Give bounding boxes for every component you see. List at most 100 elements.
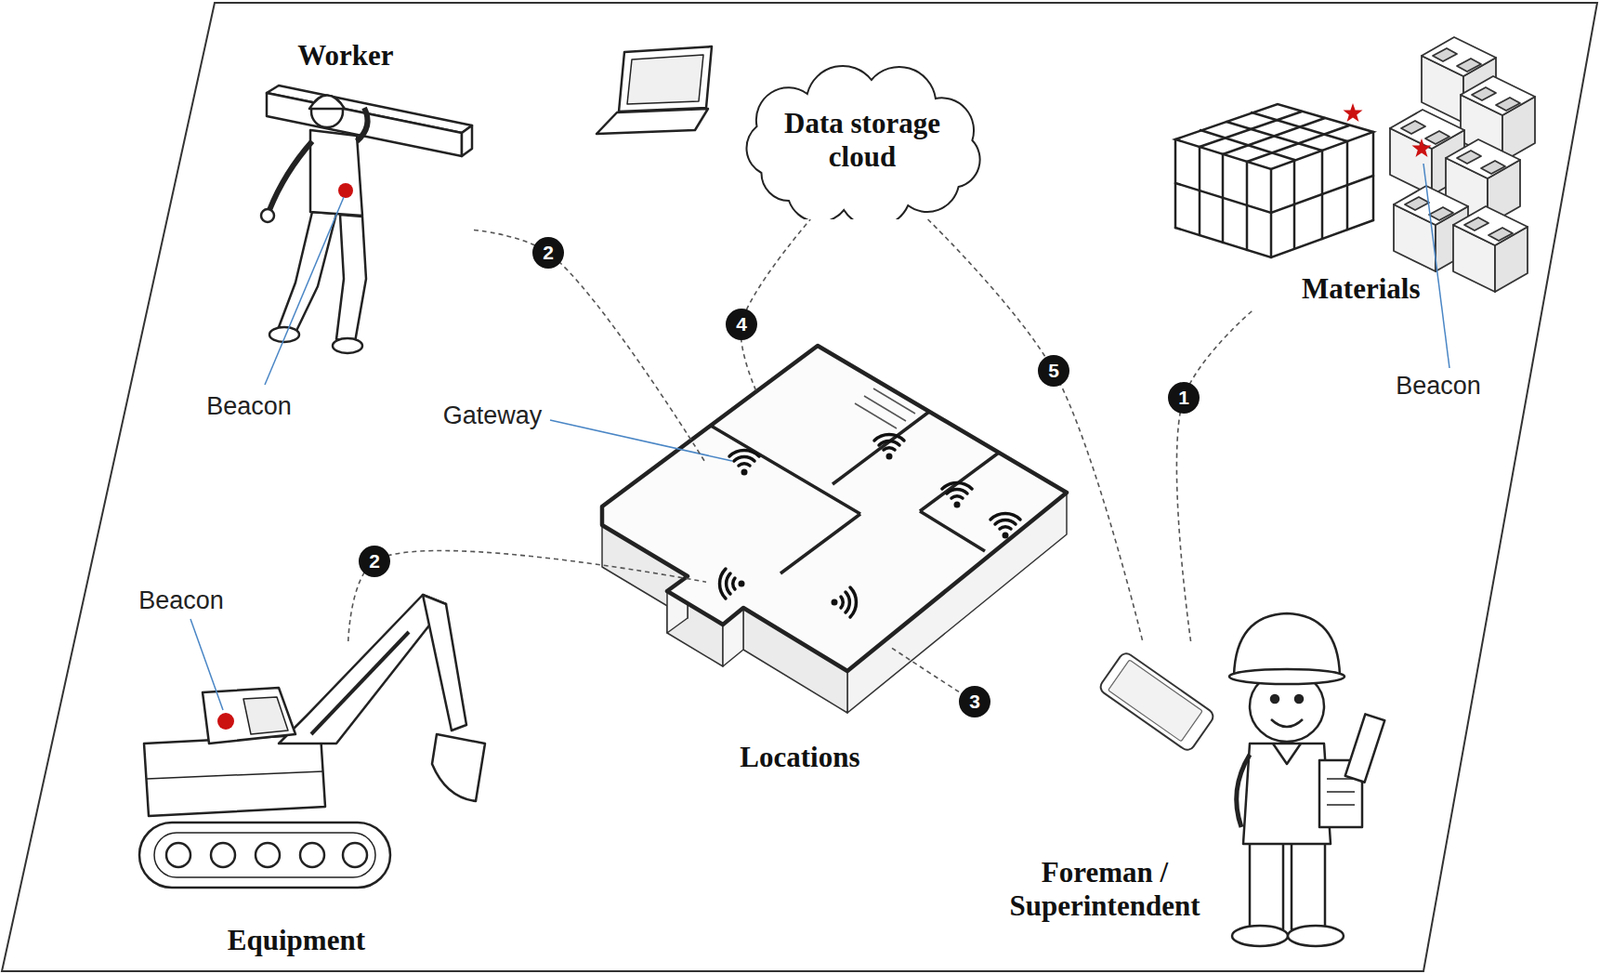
laptop-base [596, 108, 709, 134]
leader-line [1423, 163, 1450, 368]
collar [1272, 743, 1301, 764]
beacon-star [1412, 138, 1432, 158]
stair-line [873, 388, 916, 414]
gateway-icon [720, 568, 746, 599]
foreman-arm [1236, 754, 1250, 827]
foreman-leg [1291, 840, 1325, 930]
rolled-plan [1345, 713, 1386, 782]
foreman-body [1243, 743, 1331, 844]
body-line [146, 771, 324, 779]
cloud-outline [746, 65, 980, 220]
callout-number: 1 [1167, 381, 1200, 414]
wheel [255, 842, 280, 867]
excavator-figure [139, 594, 486, 888]
rebar [1226, 121, 1323, 151]
foreman-leg [1249, 840, 1284, 930]
phone-icon [1098, 650, 1217, 753]
laptop-display [627, 54, 704, 105]
eye [1295, 695, 1303, 703]
node-text-group: Equipment [226, 923, 367, 958]
rebar [1175, 175, 1374, 213]
excavator-body [144, 734, 326, 816]
cloud-node: Data storage cloud [724, 61, 1000, 220]
wheel [210, 842, 236, 867]
excavator-bucket [432, 734, 486, 801]
dashed-connector [928, 219, 1143, 642]
phone-body [1098, 650, 1217, 753]
interior-wall [780, 513, 861, 574]
laptop-icon [596, 46, 712, 134]
rebar [1175, 220, 1374, 258]
leader-line [550, 419, 733, 461]
clipboard-line [1326, 790, 1355, 793]
excavator-arm [422, 594, 467, 731]
track [139, 822, 391, 888]
hard-hat [1233, 613, 1340, 676]
foreman-shoe [1232, 925, 1288, 946]
node-label: Data storage cloud [764, 106, 960, 173]
node-label: Locations [738, 740, 861, 774]
rebar [1222, 118, 1325, 155]
beacon-star [1343, 103, 1364, 122]
locations-node: Locations [706, 390, 892, 786]
interior-wall [832, 411, 930, 485]
stair-line [854, 403, 897, 429]
rebar-cage [1175, 104, 1374, 258]
gateway-icon [874, 434, 905, 460]
smile [1271, 719, 1303, 727]
hydraulic-cylinder [311, 631, 409, 735]
phone-screen [1108, 659, 1204, 742]
interior-wall [919, 511, 985, 551]
track [154, 832, 376, 878]
materials-node: Materials [1166, 32, 1557, 312]
beam [461, 125, 473, 157]
gateway-icon [990, 513, 1021, 539]
foreman-figure [1229, 613, 1385, 946]
node-label: Equipment [226, 923, 367, 958]
laptop-screen [618, 46, 712, 112]
node-text-group: Locations [738, 740, 861, 774]
node-text-group: Data storage cloud [764, 106, 960, 173]
beam [266, 92, 462, 157]
wheel [342, 842, 368, 867]
concrete-block [1453, 206, 1528, 292]
hat-brim [1229, 668, 1345, 684]
wheel [300, 842, 325, 867]
node-label: Worker [296, 39, 394, 73]
node-label: Foreman / Superintendent [983, 855, 1226, 922]
worker-boot [332, 338, 363, 354]
gateway-icon [729, 450, 760, 476]
gateway-icon [942, 483, 972, 509]
worker-arm [269, 141, 313, 210]
beacon-dot [338, 183, 354, 198]
beacon-label: Beacon [138, 586, 224, 616]
interior-wall [710, 425, 861, 514]
rebar [1175, 104, 1374, 170]
beacon-label: Beacon [206, 392, 292, 421]
concrete-blocks [1390, 37, 1535, 292]
dashed-connector [1176, 311, 1252, 642]
leader-line [264, 196, 344, 385]
rebar [1200, 130, 1295, 160]
worker-leg [336, 214, 367, 342]
worker-figure [261, 85, 473, 354]
eye [1271, 695, 1279, 703]
excavator-boom [278, 594, 446, 744]
worker-leg [278, 211, 337, 333]
beacon-label: Beacon [1395, 371, 1482, 401]
gateway-label: Gateway [443, 401, 543, 431]
cab-window [243, 696, 289, 735]
equipment-node: Equipment [102, 641, 489, 963]
stair-line [864, 395, 906, 421]
node-label: Materials [1300, 272, 1421, 306]
gateway-icon [831, 587, 857, 617]
rebar [1251, 112, 1348, 142]
callout-number: 2 [358, 545, 391, 578]
callout-number: 5 [1037, 354, 1070, 387]
beacon-dot [217, 712, 235, 730]
excavator-cab [202, 687, 296, 744]
foreman-shoe [1287, 925, 1344, 946]
